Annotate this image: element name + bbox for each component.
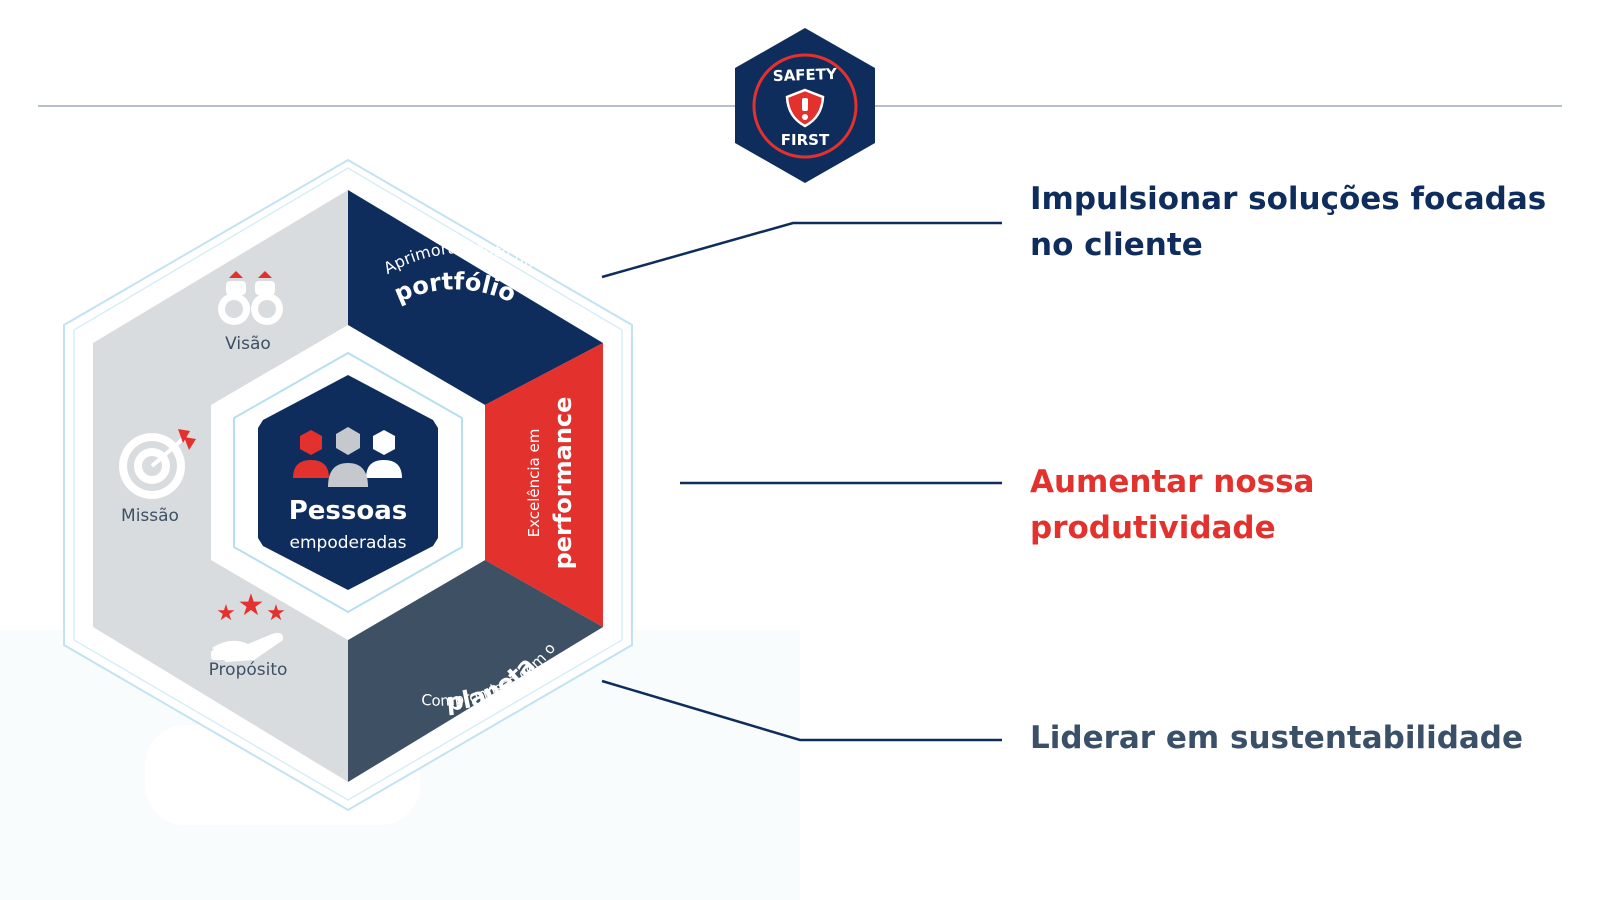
pillar-sustainability: Liderar em sustentabilidade [1030, 720, 1524, 756]
svg-text:★: ★ [216, 601, 236, 626]
badge-ring [752, 53, 858, 159]
svg-text:★: ★ [266, 601, 286, 626]
hand-stars-icon: ★ ★ ★ [211, 588, 286, 662]
segment-performance [485, 343, 603, 627]
badge-bottom-text: FIRST [781, 131, 830, 149]
purpose-label: Propósito [209, 660, 288, 680]
center-subtitle: empoderadas [290, 533, 407, 553]
segment-portfolio [348, 190, 603, 405]
center-title: Pessoas [289, 496, 408, 526]
hexagon-wheel [93, 190, 603, 782]
connector-planet [601, 679, 1002, 742]
connector-portfolio [601, 221, 1002, 279]
pillar-customer-solutions: Impulsionar soluções focadas no cliente [1030, 181, 1547, 263]
safety-first-badge: SAFETY FIRST [735, 28, 875, 183]
inner-hex-outline [73, 167, 623, 801]
vision-label: Visão [225, 334, 271, 354]
shield-exclamation-icon [785, 88, 825, 128]
badge-top-text: SAFETY [773, 65, 839, 85]
segment-planet [348, 560, 603, 782]
segment-performance-line1: Excelência em [525, 429, 543, 538]
svg-text:★: ★ [238, 588, 265, 623]
binoculars-icon [218, 271, 283, 325]
mission-label: Missão [121, 506, 179, 526]
segment-performance-line2: performance [549, 397, 577, 570]
center-hex-outline [233, 351, 463, 614]
target-icon [119, 429, 196, 499]
people-group-icon [293, 427, 402, 487]
pillar-productivity: Aumentar nossa produtividade [1030, 464, 1315, 546]
